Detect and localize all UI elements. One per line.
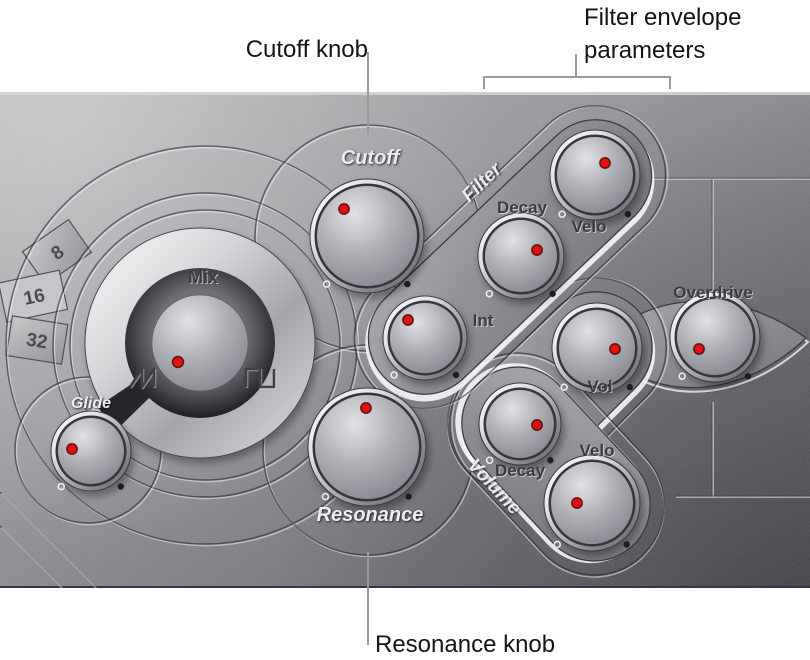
cutoff-callout-text: Cutoff knob — [245, 36, 368, 63]
filter-int-label: Int — [473, 311, 494, 330]
resonance-label: Resonance — [317, 504, 424, 526]
mix-indicator-dot — [171, 355, 185, 369]
volume-decay-label: Decay — [495, 461, 546, 480]
glide-knob[interactable] — [50, 410, 132, 492]
filter-decay-label: Decay — [497, 198, 548, 217]
filter-envelope-callout-text: Filter envelope parameters — [584, 1, 741, 67]
filter-envelope-leader-stem — [575, 54, 577, 77]
overdrive-label: Overdrive — [673, 283, 752, 302]
volume-velo-label: Velo — [580, 441, 615, 460]
cutoff-knob[interactable] — [309, 178, 425, 294]
filter-envelope-callout-line2: parameters — [584, 37, 706, 64]
resonance-knob[interactable] — [307, 387, 427, 507]
filter-envelope-callout-line1: Filter envelope — [584, 4, 742, 31]
mix-label: Mix — [188, 267, 218, 287]
filter-decay-knob[interactable] — [477, 212, 565, 300]
filter-envelope-bracket-left-tick — [483, 76, 485, 89]
filter-velo-label: Velo — [572, 217, 607, 236]
filter-velo-knob[interactable] — [549, 129, 641, 221]
filter-int-knob[interactable] — [382, 295, 468, 381]
vol-label: Vol — [587, 377, 612, 396]
octave-tab-32-label: 32 — [25, 329, 49, 353]
panel-section-lines — [0, 177, 810, 588]
filter-envelope-bracket — [483, 76, 671, 78]
overdrive-knob[interactable] — [669, 291, 761, 383]
sawtooth-wave-icon — [128, 367, 156, 389]
glide-label: Glide — [71, 395, 111, 412]
cutoff-label: Cutoff — [341, 147, 402, 169]
volume-decay-knob[interactable] — [478, 382, 562, 466]
resonance-leader-line — [367, 552, 369, 645]
octave-tab-16-label: 16 — [22, 285, 47, 310]
cutoff-leader-line — [367, 52, 369, 134]
octave-tab-32[interactable]: 32 — [5, 315, 69, 365]
volume-velo-knob[interactable] — [543, 454, 641, 552]
vol-knob[interactable] — [551, 302, 643, 394]
mix-knob[interactable] — [57, 227, 316, 465]
octave-tab-8[interactable]: 8 — [21, 218, 93, 286]
square-wave-icon — [244, 367, 276, 389]
filter-envelope-bracket-right-tick — [669, 76, 671, 89]
resonance-callout-text: Resonance knob — [375, 631, 556, 658]
